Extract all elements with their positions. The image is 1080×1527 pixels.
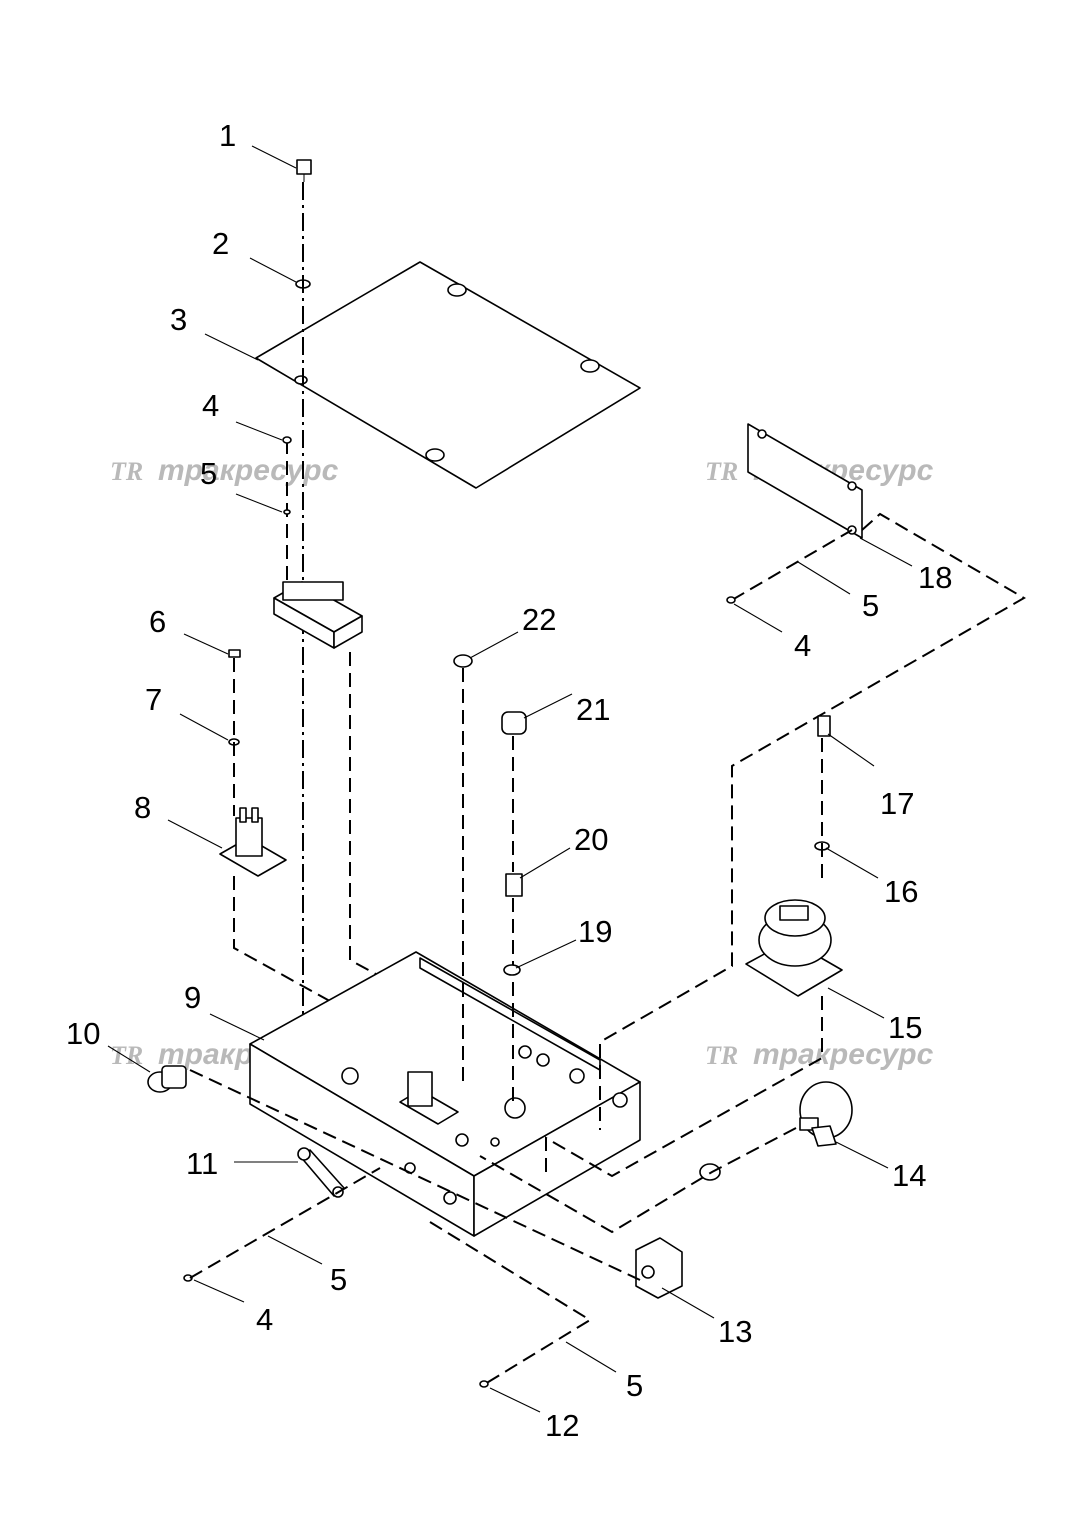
callout-12: 12	[545, 1408, 579, 1443]
callout-9: 9	[184, 980, 201, 1015]
lever-11	[297, 1147, 345, 1198]
svg-text:TR: TR	[110, 457, 143, 486]
relay-8	[219, 807, 287, 877]
callout-22: 22	[522, 602, 556, 637]
pressure-switch	[799, 1081, 853, 1147]
callout-2: 2	[212, 226, 229, 261]
callout-5-bottom-right: 5	[626, 1368, 643, 1403]
callout-5: 5	[200, 456, 217, 491]
rubber-stop	[453, 654, 473, 668]
callout-11: 11	[186, 1146, 218, 1181]
screw-small	[282, 436, 292, 444]
main-frame	[249, 951, 641, 1237]
battery-switch	[745, 899, 843, 997]
screw-12	[479, 1380, 489, 1388]
knob-10	[147, 1065, 187, 1093]
spacer-20	[505, 873, 523, 897]
callout-21: 21	[576, 692, 610, 727]
leader-lines	[107, 145, 913, 1413]
watermark-bottom-right: TR тракресурс	[705, 1038, 934, 1071]
switch-housing-13	[635, 1237, 683, 1299]
watermark-top-left: TR тракресурс	[110, 454, 339, 487]
callout-3: 3	[170, 302, 187, 337]
svg-text:TR: TR	[705, 457, 738, 486]
svg-text:тракресурс: тракресурс	[158, 454, 339, 487]
callout-1: 1	[219, 118, 236, 153]
callout-4-right: 4	[794, 628, 811, 663]
washer-14	[699, 1163, 721, 1181]
callout-16: 16	[884, 874, 918, 909]
callout-15: 15	[888, 1010, 922, 1045]
callout-14: 14	[892, 1158, 926, 1193]
screw-17	[817, 715, 831, 737]
callout-8: 8	[134, 790, 151, 825]
relay-block	[273, 581, 363, 649]
callout-19: 19	[578, 914, 612, 949]
callout-numbers: 1 2 3 4 5 6 7 8 9 10 11 4 5 12 5 13 14 1…	[66, 118, 952, 1443]
callout-6: 6	[149, 604, 166, 639]
screw-bracket	[726, 596, 736, 604]
svg-text:TR: TR	[110, 1041, 143, 1070]
callout-5-bottom-left: 5	[330, 1262, 347, 1297]
relay-on-frame	[399, 1071, 459, 1125]
svg-text:тракресурс: тракресурс	[753, 1038, 934, 1071]
screw-bottom-left	[183, 1274, 193, 1282]
callout-4-bottom: 4	[256, 1302, 273, 1337]
screw-6	[228, 649, 241, 658]
callout-10: 10	[66, 1016, 100, 1051]
bracket-18	[747, 423, 863, 539]
callout-17: 17	[880, 786, 914, 821]
cap-21	[501, 711, 527, 735]
callout-7: 7	[145, 682, 162, 717]
bolt-hex-head	[296, 159, 312, 182]
callout-5-right: 5	[862, 588, 879, 623]
callout-18: 18	[918, 560, 952, 595]
lock-washer	[283, 509, 291, 515]
callout-20: 20	[574, 822, 608, 857]
washer-19	[503, 964, 521, 976]
callout-13: 13	[718, 1314, 752, 1349]
callout-4: 4	[202, 388, 219, 423]
svg-text:TR: TR	[705, 1041, 738, 1070]
